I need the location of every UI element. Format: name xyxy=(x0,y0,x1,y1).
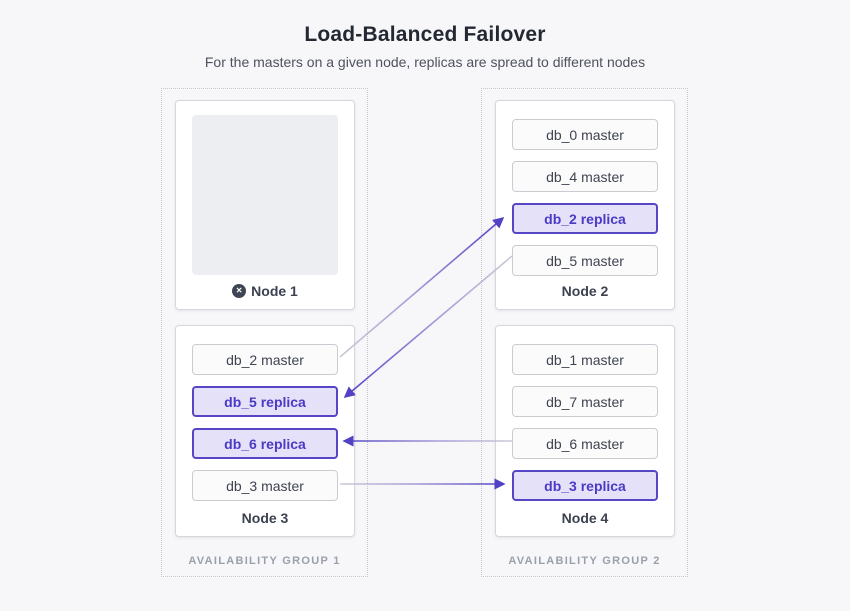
db-box-db_6-master: db_6 master xyxy=(512,428,658,459)
db-box-db_2-master: db_2 master xyxy=(192,344,338,375)
availability-group-2: db_0 master db_4 master db_2 replica db_… xyxy=(481,88,688,577)
availability-group-2-label: AVAILABILITY GROUP 2 xyxy=(508,555,661,567)
node-card-node-4: db_1 master db_7 master db_6 master db_3… xyxy=(495,325,675,537)
node-card-node-3: db_2 master db_5 replica db_6 replica db… xyxy=(175,325,355,537)
db-box-db_0-master: db_0 master xyxy=(512,119,658,150)
times-circle-icon: ✕ xyxy=(232,284,247,298)
diagram-header: Load-Balanced Failover For the masters o… xyxy=(0,23,850,70)
db-box-db_5-replica: db_5 replica xyxy=(192,386,338,417)
node-3-label: Node 3 xyxy=(176,510,354,526)
node-4-label: Node 4 xyxy=(496,510,674,526)
availability-group-1: ✕ Node 1 db_2 master db_5 replica db_6 r… xyxy=(161,88,368,577)
diagram-title: Load-Balanced Failover xyxy=(304,23,546,46)
failed-node-placeholder xyxy=(192,115,338,275)
node-name: Node 3 xyxy=(241,510,289,526)
db-box-db_3-replica: db_3 replica xyxy=(512,470,658,501)
db-box-db_4-master: db_4 master xyxy=(512,161,658,192)
db-box-db_1-master: db_1 master xyxy=(512,344,658,375)
db-box-db_2-replica: db_2 replica xyxy=(512,203,658,234)
node-card-node-1: ✕ Node 1 xyxy=(175,100,355,310)
node-name: Node 4 xyxy=(561,510,609,526)
db-box-db_5-master: db_5 master xyxy=(512,245,658,276)
db-box-db_3-master: db_3 master xyxy=(192,470,338,501)
node-card-node-2: db_0 master db_4 master db_2 replica db_… xyxy=(495,100,675,310)
node-1-label: ✕ Node 1 xyxy=(176,283,354,299)
availability-group-1-label: AVAILABILITY GROUP 1 xyxy=(188,555,341,567)
diagram-subtitle: For the masters on a given node, replica… xyxy=(204,54,646,70)
db-box-db_7-master: db_7 master xyxy=(512,386,658,417)
node-name: Node 2 xyxy=(561,283,609,299)
node-name: Node 1 xyxy=(251,283,298,299)
node-2-label: Node 2 xyxy=(496,283,674,299)
db-box-db_6-replica: db_6 replica xyxy=(192,428,338,459)
